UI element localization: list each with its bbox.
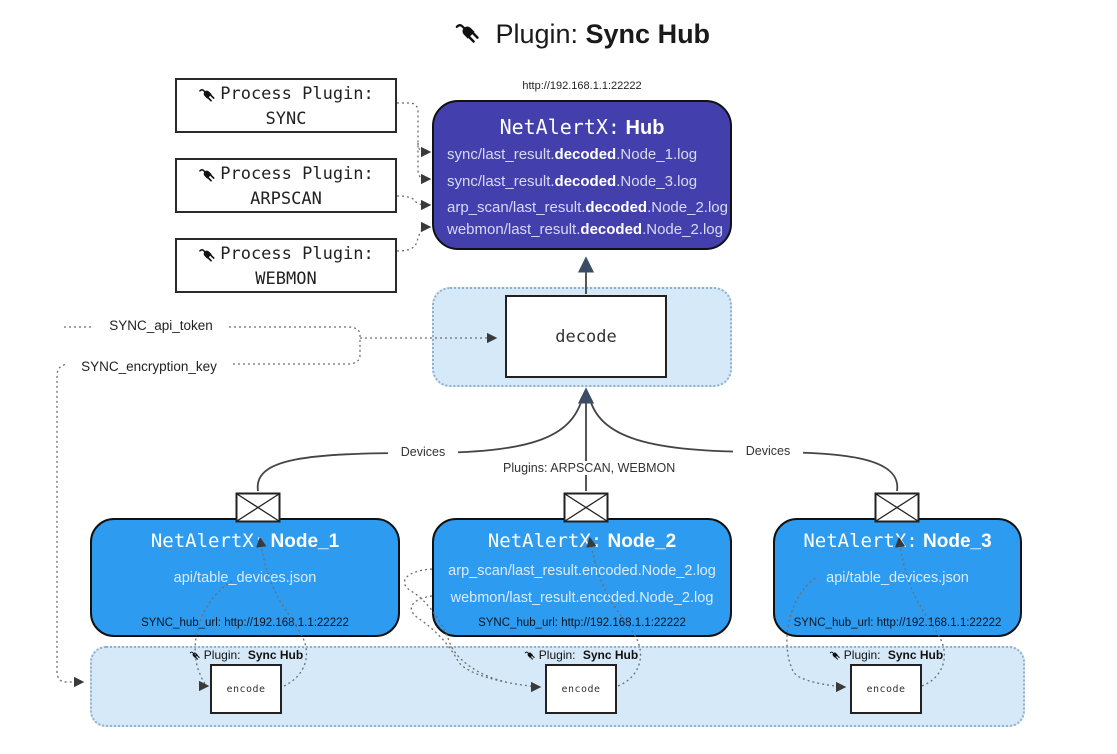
sync-to-hub-line2 <box>397 102 432 185</box>
node-box-node3: NetAlertX: Node_3 api/table_devices.json… <box>773 518 1022 637</box>
hub-log-line: sync/last_result.decoded.Node_1.log <box>447 146 698 163</box>
plug-icon <box>524 649 537 662</box>
node-hub-url: SYNC_hub_url: http://192.168.1.1:22222 <box>141 617 349 629</box>
process-plugin-label: Process Plugin: <box>220 244 374 264</box>
node-hub-url: SYNC_hub_url: http://192.168.1.1:22222 <box>793 617 1002 629</box>
hub-box: NetAlertX: Hub sync/last_result.decoded.… <box>432 100 732 250</box>
hub-log-line: webmon/last_result.decoded.Node_2.log <box>447 221 723 238</box>
hub-url-label: http://192.168.1.1:22222 <box>522 80 642 92</box>
hub-log-line: sync/last_result.decoded.Node_3.log <box>447 173 698 190</box>
encode-box: encode <box>545 664 617 714</box>
node-title: NetAlertX: Node_3 <box>803 530 992 552</box>
decode-box: decode <box>505 295 667 378</box>
process-plugin-name: WEBMON <box>255 269 317 289</box>
plug-icon <box>198 85 218 105</box>
encoder-plugin-label: Plugin: Sync Hub <box>501 647 661 663</box>
hub-log-line: arp_scan/last_result.decoded.Node_2.log <box>447 199 728 216</box>
arpscan-to-hub-line <box>396 195 432 211</box>
webmon-to-hub-line <box>396 221 432 252</box>
process-plugin-box-arpscan: Process Plugin: ARPSCAN <box>175 158 397 213</box>
title-prefix: Plugin: <box>495 19 579 49</box>
node-file: api/table_devices.json <box>173 570 317 586</box>
page-title: Plugin: Sync Hub <box>232 18 932 50</box>
process-plugin-name: SYNC <box>265 109 307 129</box>
plug-icon <box>198 245 218 265</box>
encode-box: encode <box>850 664 922 714</box>
devices-curve-left <box>256 395 584 492</box>
node-title: NetAlertX: Node_1 <box>150 530 340 552</box>
encode-box: encode <box>210 664 282 714</box>
process-plugin-box-webmon: Process Plugin: WEBMON <box>175 238 397 293</box>
envelope-icon <box>235 492 281 523</box>
hub-title: NetAlertX: Hub <box>499 115 665 139</box>
plug-icon <box>198 165 218 185</box>
node-file: api/table_devices.json <box>826 570 969 586</box>
sync-encryption-key-label: SYNC_encryption_key <box>66 359 232 374</box>
node-box-node2: NetAlertX: Node_2 arp_scan/last_result.e… <box>432 518 732 637</box>
encoder-plugin-label: Plugin: Sync Hub <box>166 647 326 663</box>
devices-label-left: Devices <box>388 445 458 459</box>
node-file: webmon/last_result.encoded.Node_2.log <box>450 590 714 606</box>
node-hub-url: SYNC_hub_url: http://192.168.1.1:22222 <box>478 617 686 629</box>
encoder-plugin-label: Plugin: Sync Hub <box>806 647 966 663</box>
envelope-icon <box>563 492 609 523</box>
plug-icon <box>189 649 202 662</box>
envelope-icon <box>874 492 920 523</box>
sync-api-token-label: SYNC_api_token <box>93 318 229 333</box>
node-box-node1: NetAlertX: Node_1 api/table_devices.json… <box>90 518 400 637</box>
process-plugin-name: ARPSCAN <box>250 189 322 209</box>
process-plugin-label: Process Plugin: <box>220 84 374 104</box>
sync-to-hub-line1 <box>417 142 432 158</box>
plug-icon <box>454 18 484 48</box>
node-file: arp_scan/last_result.encoded.Node_2.log <box>448 563 716 579</box>
devices-label-right: Devices <box>733 444 803 458</box>
title-bold: Sync Hub <box>585 19 711 49</box>
process-plugin-label: Process Plugin: <box>220 164 374 184</box>
plugins-label-middle: Plugins: ARPSCAN, WEBMON <box>500 461 678 475</box>
plug-icon <box>829 649 842 662</box>
process-plugin-box-sync: Process Plugin: SYNC <box>175 78 397 133</box>
node-title: NetAlertX: Node_2 <box>487 530 677 552</box>
